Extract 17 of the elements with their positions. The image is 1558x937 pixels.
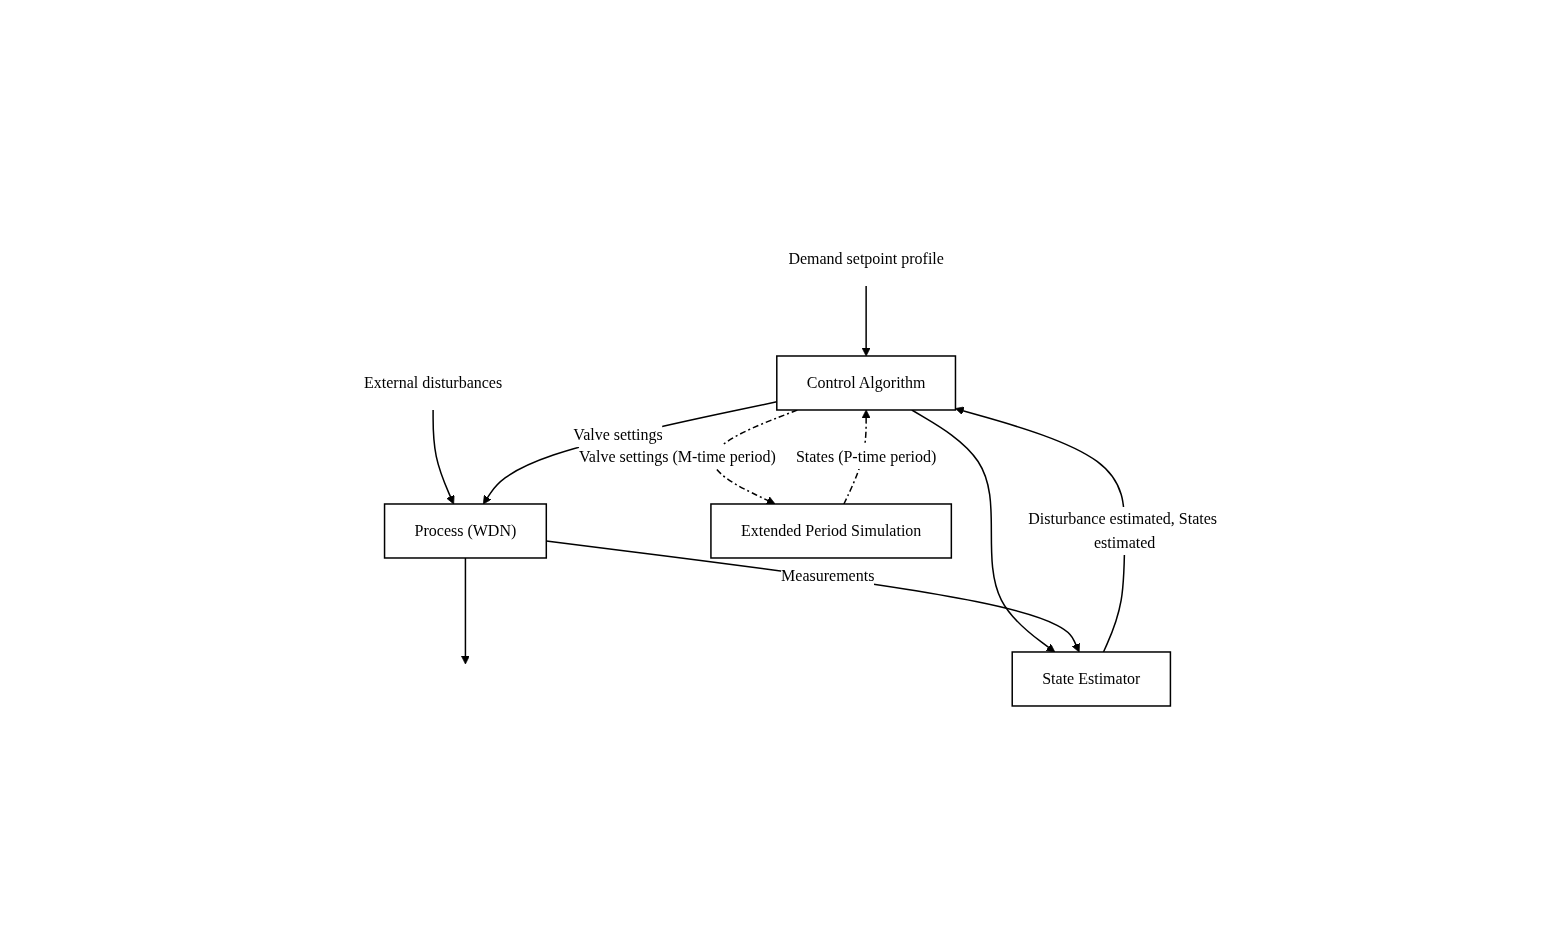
arrow bbox=[910, 408, 1055, 652]
arrow bbox=[545, 539, 1080, 652]
arrow bbox=[460, 556, 470, 664]
node-box: Control Algorithm bbox=[775, 354, 956, 411]
node-text: External disturbances bbox=[363, 373, 502, 391]
node-text: Demand setpoint profile bbox=[788, 249, 944, 267]
edge-label: Valve settings (M-time period) bbox=[578, 447, 776, 465]
node-box: Extended Period Simulation bbox=[709, 502, 952, 559]
edge-label: States (P-time period) bbox=[795, 447, 937, 465]
edge-label: Disturbance estimated, States estimated bbox=[1027, 509, 1217, 551]
edge-label: Valve settings bbox=[573, 425, 663, 443]
arrow bbox=[482, 400, 778, 504]
arrow bbox=[861, 284, 871, 356]
node-box: State Estimator bbox=[1011, 650, 1171, 707]
edge-label: Measurements bbox=[780, 566, 875, 584]
arrow bbox=[432, 408, 455, 504]
node-box: Process (WDN) bbox=[383, 502, 547, 559]
